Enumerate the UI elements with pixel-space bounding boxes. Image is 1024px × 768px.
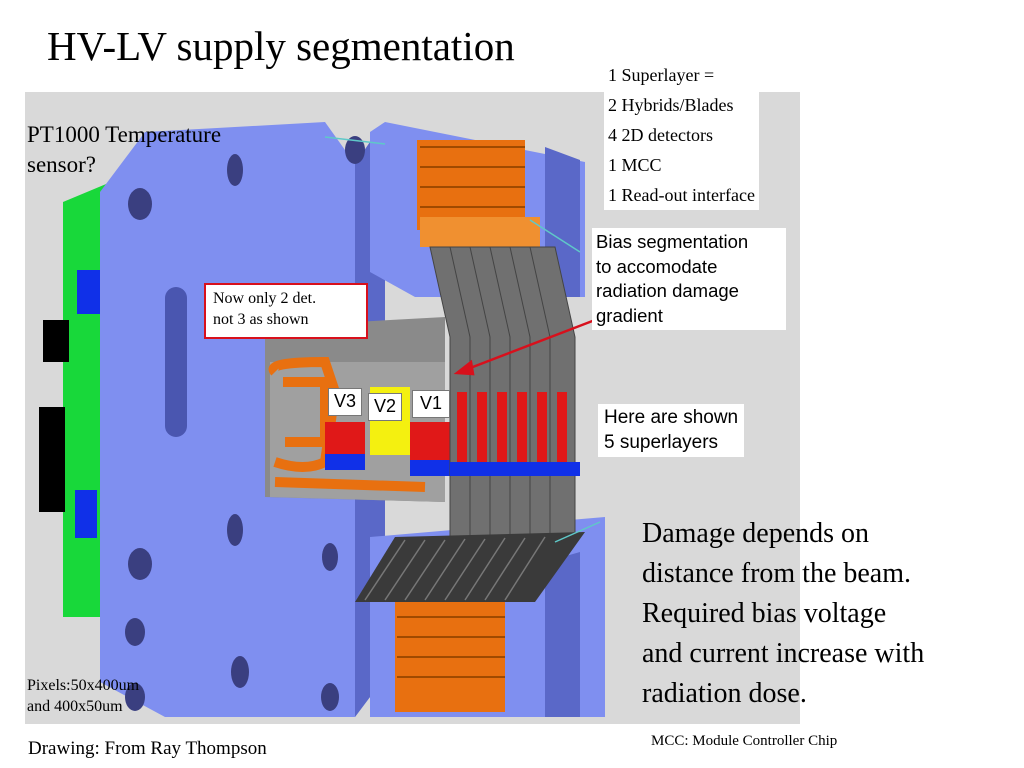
frame-body (100, 122, 385, 717)
callout-box: Now only 2 det. not 3 as shown (204, 283, 368, 339)
temperature-sensor-label: PT1000 Temperature sensor? (27, 120, 221, 180)
sensor-v3 (325, 422, 365, 460)
legend-line: 1 Superlayer = (608, 65, 715, 85)
callout-line: not 3 as shown (213, 311, 309, 328)
text-line: Damage depends on (642, 518, 870, 549)
pixel-size-label: Pixels:50x400um and 400x50um (27, 675, 139, 717)
pcb-chip (43, 320, 69, 362)
drawing-credit: Drawing: From Ray Thompson (28, 738, 267, 759)
mcc-footnote: MCC: Module Controller Chip (651, 733, 838, 749)
v2-label: V2 (368, 393, 402, 421)
label-line: gradient (596, 304, 663, 326)
v3-label: V3 (328, 388, 362, 416)
legend-line: 1 MCC (608, 155, 662, 175)
label-line: Pixels:50x400um (27, 677, 140, 694)
v1-label: V1 (412, 390, 450, 418)
text-line: radiation dose. (642, 678, 807, 709)
damage-explanation: Damage depends on distance from the beam… (642, 514, 1012, 714)
blade-blue-strip (450, 462, 580, 476)
superlayers-shown-label: Here are shown 5 superlayers (598, 404, 745, 457)
legend-line: 4 2D detectors (608, 125, 713, 145)
label-line: and 400x50um (27, 698, 123, 715)
text-line: and current increase with (642, 638, 925, 669)
detector-illustration (39, 122, 605, 717)
bias-segmentation-label: Bias segmentation to accomodate radiatio… (592, 228, 786, 330)
legend-line: 2 Hybrids/Blades (608, 95, 734, 115)
slide-title: HV-LV supply segmentation (47, 23, 515, 69)
blade-red-sensors (457, 392, 567, 462)
label-line: radiation damage (596, 280, 739, 301)
label-line: 5 superlayers (604, 431, 719, 453)
label-line: PT1000 Temperature (27, 122, 222, 147)
label-line: sensor? (27, 152, 96, 177)
pcb-connector (77, 270, 101, 314)
pcb-connector (75, 490, 97, 538)
legend-line: 1 Read-out interface (608, 185, 755, 205)
label-line: to accomodate (596, 255, 718, 277)
text-line: Required bias voltage (642, 598, 887, 629)
top-hybrid-lines (420, 146, 525, 208)
hybrid-cables (268, 356, 426, 492)
frame-slot (165, 287, 187, 437)
pcb-chip (39, 407, 65, 512)
top-hybrid-blocks (417, 140, 525, 230)
frame-holes (125, 136, 365, 711)
label-line: Bias segmentation (596, 231, 749, 252)
bias-arrow (453, 318, 596, 376)
blade-fans-bottom (355, 532, 585, 602)
sensor-v1 (410, 422, 450, 460)
superlayer-legend: 1 Superlayer = 2 Hybrids/Blades 4 2D det… (604, 60, 759, 210)
text-line: distance from the beam. (642, 558, 912, 589)
callout-line: Now only 2 det. (213, 290, 317, 307)
label-line: Here are shown (604, 407, 739, 428)
